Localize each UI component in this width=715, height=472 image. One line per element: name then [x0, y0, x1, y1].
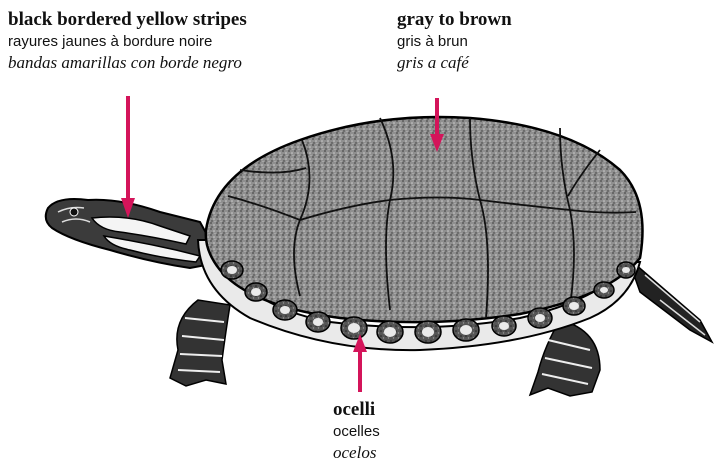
turtle-tail	[628, 258, 712, 342]
label-ocelli-fr: ocelles	[333, 422, 380, 442]
label-shell: gray to brown gris à brun gris a café	[397, 8, 512, 74]
label-shell-fr: gris à brun	[397, 32, 512, 52]
label-ocelli-en: ocelli	[333, 398, 380, 422]
turtle-eye	[70, 208, 78, 216]
label-shell-es: gris a café	[397, 52, 512, 74]
turtle-carapace	[206, 117, 643, 322]
turtle-front-leg	[170, 300, 230, 386]
label-stripes-en: black bordered yellow stripes	[8, 8, 247, 32]
label-stripes-es: bandas amarillas con borde negro	[8, 52, 247, 74]
label-ocelli-es: ocelos	[333, 442, 380, 464]
label-stripes: black bordered yellow stripes rayures ja…	[8, 8, 247, 74]
arrow-stripes	[121, 96, 135, 218]
label-shell-en: gray to brown	[397, 8, 512, 32]
label-stripes-fr: rayures jaunes à bordure noire	[8, 32, 247, 52]
label-ocelli: ocelli ocelles ocelos	[333, 398, 380, 464]
